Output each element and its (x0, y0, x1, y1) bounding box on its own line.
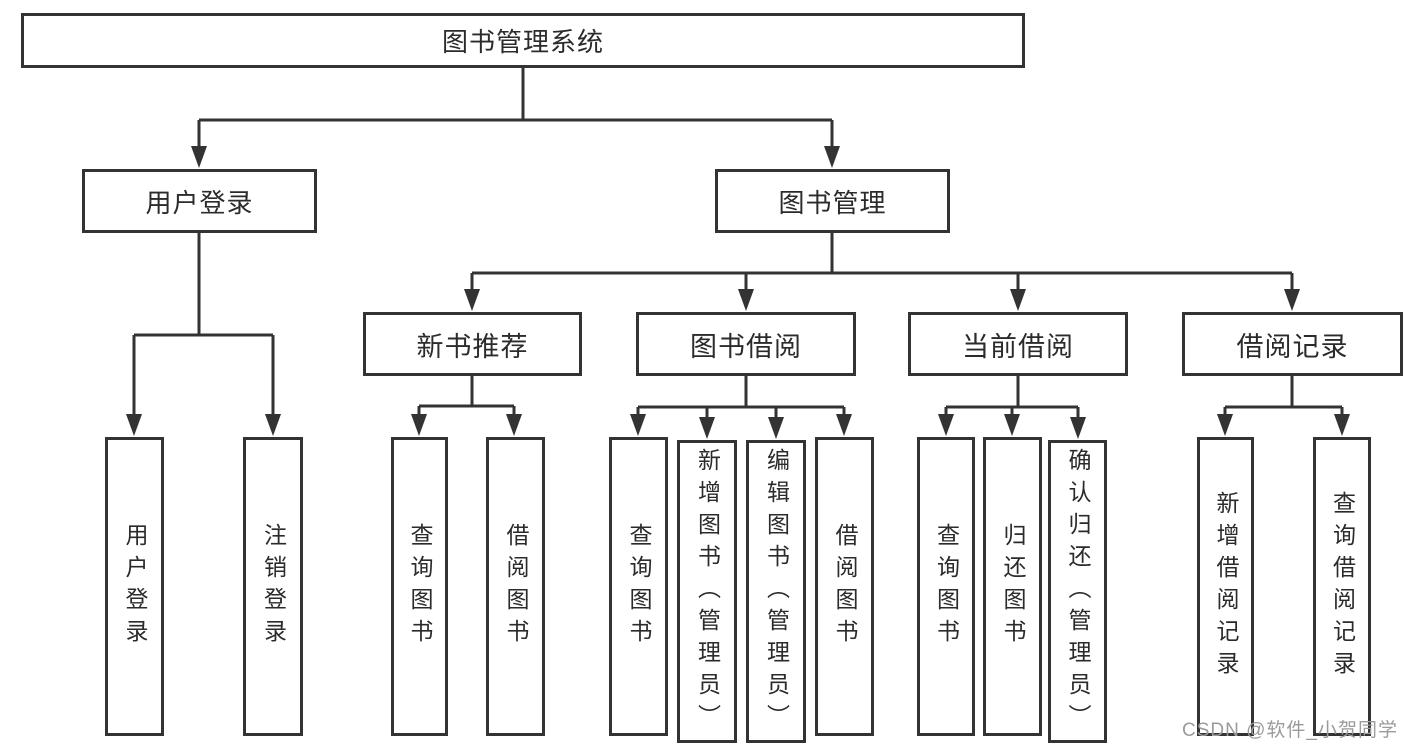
leaf-borrow-books-recommend-label: 借阅图书 (503, 522, 529, 651)
leaf-borrow-books: 借阅图书 (815, 437, 874, 736)
node-book-management-label: 图书管理 (778, 187, 887, 218)
leaf-query-books-recommend-label: 查询图书 (407, 522, 433, 651)
node-book-borrow: 图书借阅 (636, 312, 856, 376)
node-user-login: 用户登录 (82, 169, 317, 233)
node-root-label: 图书管理系统 (441, 27, 604, 57)
leaf-query-books-recommend: 查询图书 (391, 437, 448, 736)
node-new-book-recommend-label: 新书推荐 (416, 331, 529, 362)
csdn-watermark: CSDN @软件_小贺同学 (1182, 720, 1398, 741)
leaf-user-login: 用户登录 (105, 437, 164, 736)
leaf-add-books-admin: 新增图书（管理员） (677, 440, 737, 743)
leaf-query-books-borrow-label: 查询图书 (626, 522, 652, 651)
leaf-logout: 注销登录 (243, 437, 303, 736)
leaf-return-books: 归还图书 (983, 437, 1042, 736)
leaf-edit-books-admin-label: 编辑图书（管理员） (763, 447, 790, 736)
leaf-add-borrow-record: 新增借阅记录 (1197, 437, 1254, 736)
node-borrow-records: 借阅记录 (1182, 312, 1403, 376)
node-book-borrow-label: 图书借阅 (690, 331, 802, 362)
leaf-query-books-borrow: 查询图书 (609, 437, 668, 736)
leaf-query-borrow-record: 查询借阅记录 (1313, 437, 1371, 736)
leaf-borrow-books-recommend: 借阅图书 (486, 437, 545, 736)
leaf-borrow-books-label: 借阅图书 (832, 522, 858, 651)
leaf-query-borrow-record-label: 查询借阅记录 (1329, 490, 1356, 683)
leaf-logout-label: 注销登录 (260, 522, 287, 651)
leaf-add-borrow-record-label: 新增借阅记录 (1213, 490, 1239, 683)
leaf-add-books-admin-label: 新增图书（管理员） (694, 447, 721, 736)
node-book-management: 图书管理 (715, 169, 950, 233)
node-user-login-label: 用户登录 (145, 187, 254, 218)
leaf-user-login-label: 用户登录 (122, 522, 148, 651)
leaf-confirm-return-admin-label: 确认归还（管理员） (1065, 447, 1091, 736)
node-current-borrow-label: 当前借阅 (962, 331, 1074, 362)
node-new-book-recommend: 新书推荐 (363, 312, 582, 376)
leaf-return-books-label: 归还图书 (1000, 522, 1026, 651)
node-current-borrow: 当前借阅 (908, 312, 1128, 376)
node-borrow-records-label: 借阅记录 (1236, 331, 1349, 362)
leaf-edit-books-admin: 编辑图书（管理员） (746, 440, 806, 743)
leaf-query-books-current: 查询图书 (917, 437, 975, 736)
node-root: 图书管理系统 (21, 13, 1025, 68)
leaf-query-books-current-label: 查询图书 (933, 522, 960, 651)
leaf-confirm-return-admin: 确认归还（管理员） (1048, 440, 1107, 743)
